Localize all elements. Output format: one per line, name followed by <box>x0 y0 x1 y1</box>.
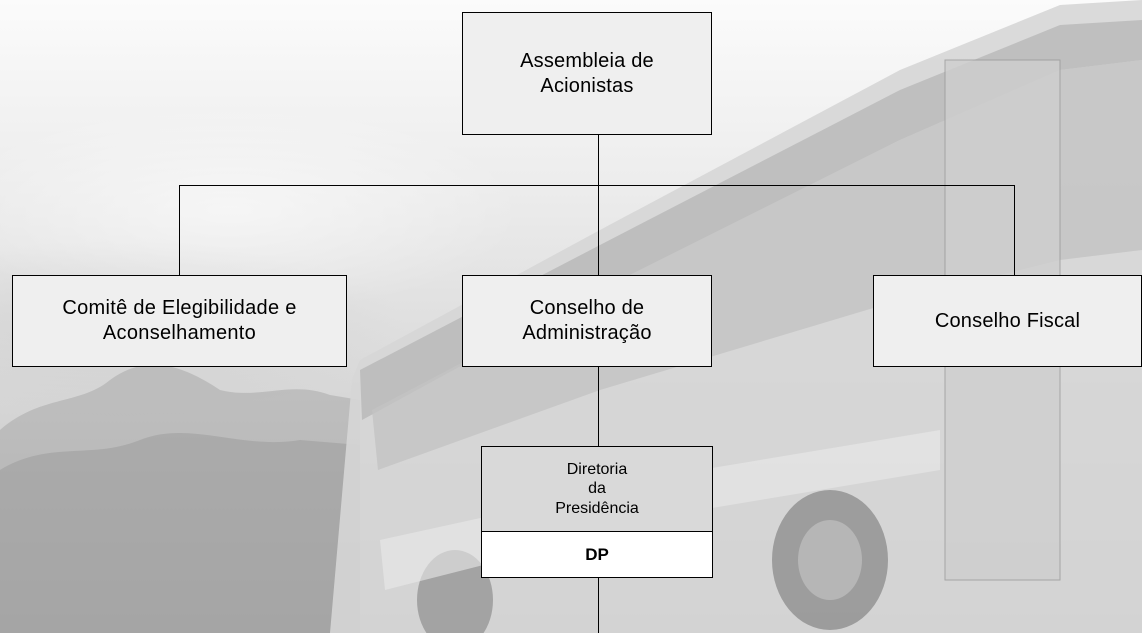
node-assembleia-de-acionistas: Assembleia de Acionistas <box>462 12 712 135</box>
connector-to-comite <box>179 185 180 276</box>
node-assembleia-label: Assembleia de Acionistas <box>520 49 654 97</box>
node-comite-elegibilidade: Comitê de Elegibilidade e Aconselhamento <box>12 275 347 367</box>
node-conselho-administracao-label: Conselho de Administração <box>522 297 652 344</box>
node-conselho-fiscal: Conselho Fiscal <box>873 275 1142 367</box>
node-comite-label: Comitê de Elegibilidade e Aconselhamento <box>62 297 297 344</box>
connector-to-conselho-fiscal <box>1014 185 1015 276</box>
connector-assembleia-down <box>598 135 599 186</box>
node-conselho-de-administracao: Conselho de Administração <box>462 275 712 367</box>
node-diretoria-label: Diretoria da Presidência <box>555 461 639 517</box>
node-conselho-fiscal-label: Conselho Fiscal <box>934 309 1081 332</box>
connector-horizontal-bar <box>179 185 1015 186</box>
connector-diretoria-down <box>598 577 599 633</box>
connector-administracao-to-diretoria <box>598 367 599 447</box>
node-diretoria-da-presidencia: Diretoria da Presidência <box>481 446 713 532</box>
node-diretoria-sigla-label: DP <box>585 544 609 564</box>
node-diretoria-sigla: DP <box>481 531 713 578</box>
connector-to-conselho-administracao <box>598 185 599 276</box>
